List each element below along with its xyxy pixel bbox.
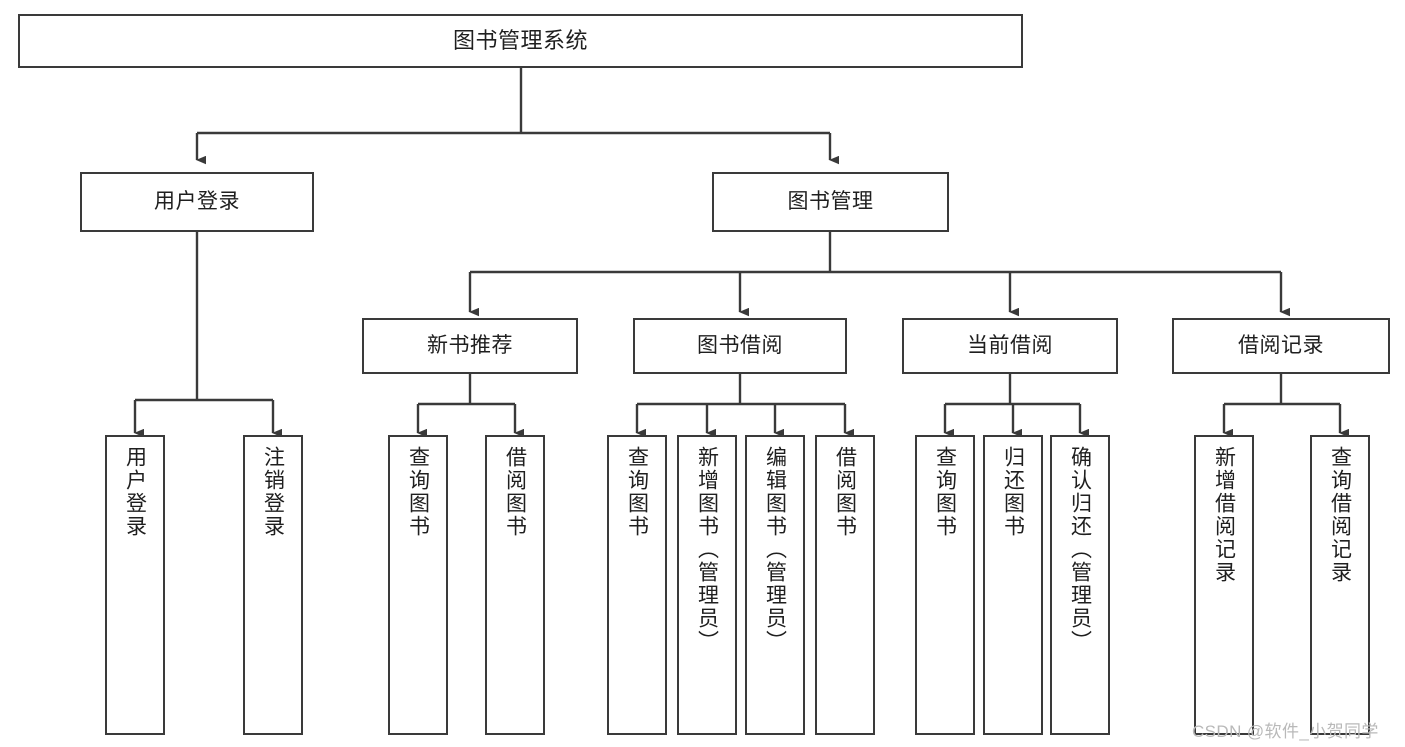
node-label: 借阅图书 [503,446,527,538]
node-label: 编辑图书（管理员） [763,446,787,653]
leaf-logout[interactable]: 注销登录 [243,435,303,735]
leaf-return-book[interactable]: 归还图书 [983,435,1043,735]
node-label: 用户登录 [123,446,147,538]
node-user-login[interactable]: 用户登录 [80,172,314,232]
csdn-watermark: CSDN @软件_小贺同学 [1192,722,1379,741]
node-borrow-record[interactable]: 借阅记录 [1172,318,1390,374]
node-label: 查询图书 [933,446,957,538]
node-label: 新增图书（管理员） [695,446,719,653]
node-label: 当前借阅 [967,333,1053,357]
node-book-borrow[interactable]: 图书借阅 [633,318,847,374]
leaf-add-record[interactable]: 新增借阅记录 [1194,435,1254,735]
node-label: 注销登录 [261,446,285,538]
leaf-query-record[interactable]: 查询借阅记录 [1310,435,1370,735]
node-label: 确认归还（管理员） [1068,446,1092,653]
node-label: 归还图书 [1001,446,1025,538]
node-label: 新书推荐 [427,333,513,357]
leaf-borrow-book-2[interactable]: 借阅图书 [815,435,875,735]
node-book-management[interactable]: 图书管理 [712,172,949,232]
leaf-confirm-return[interactable]: 确认归还（管理员） [1050,435,1110,735]
leaf-query-book-1[interactable]: 查询图书 [388,435,448,735]
leaf-edit-book[interactable]: 编辑图书（管理员） [745,435,805,735]
leaf-user-login[interactable]: 用户登录 [105,435,165,735]
connector-lines [133,68,1349,438]
node-label: 图书管理系统 [452,28,588,54]
leaf-add-book[interactable]: 新增图书（管理员） [677,435,737,735]
node-label: 新增借阅记录 [1212,446,1236,584]
node-label: 用户登录 [154,189,240,213]
node-label: 借阅记录 [1238,333,1324,357]
node-label: 查询借阅记录 [1328,446,1352,584]
node-label: 图书借阅 [697,333,783,357]
node-current-borrow[interactable]: 当前借阅 [902,318,1118,374]
node-label: 图书管理 [787,189,874,213]
leaf-borrow-book-1[interactable]: 借阅图书 [485,435,545,735]
node-root-book-management-system[interactable]: 图书管理系统 [18,14,1023,68]
leaf-query-book-2[interactable]: 查询图书 [607,435,667,735]
node-label: 查询图书 [406,446,430,538]
leaf-query-book-3[interactable]: 查询图书 [915,435,975,735]
node-label: 借阅图书 [833,446,857,538]
node-label: 查询图书 [625,446,649,538]
node-new-book-recommend[interactable]: 新书推荐 [362,318,578,374]
